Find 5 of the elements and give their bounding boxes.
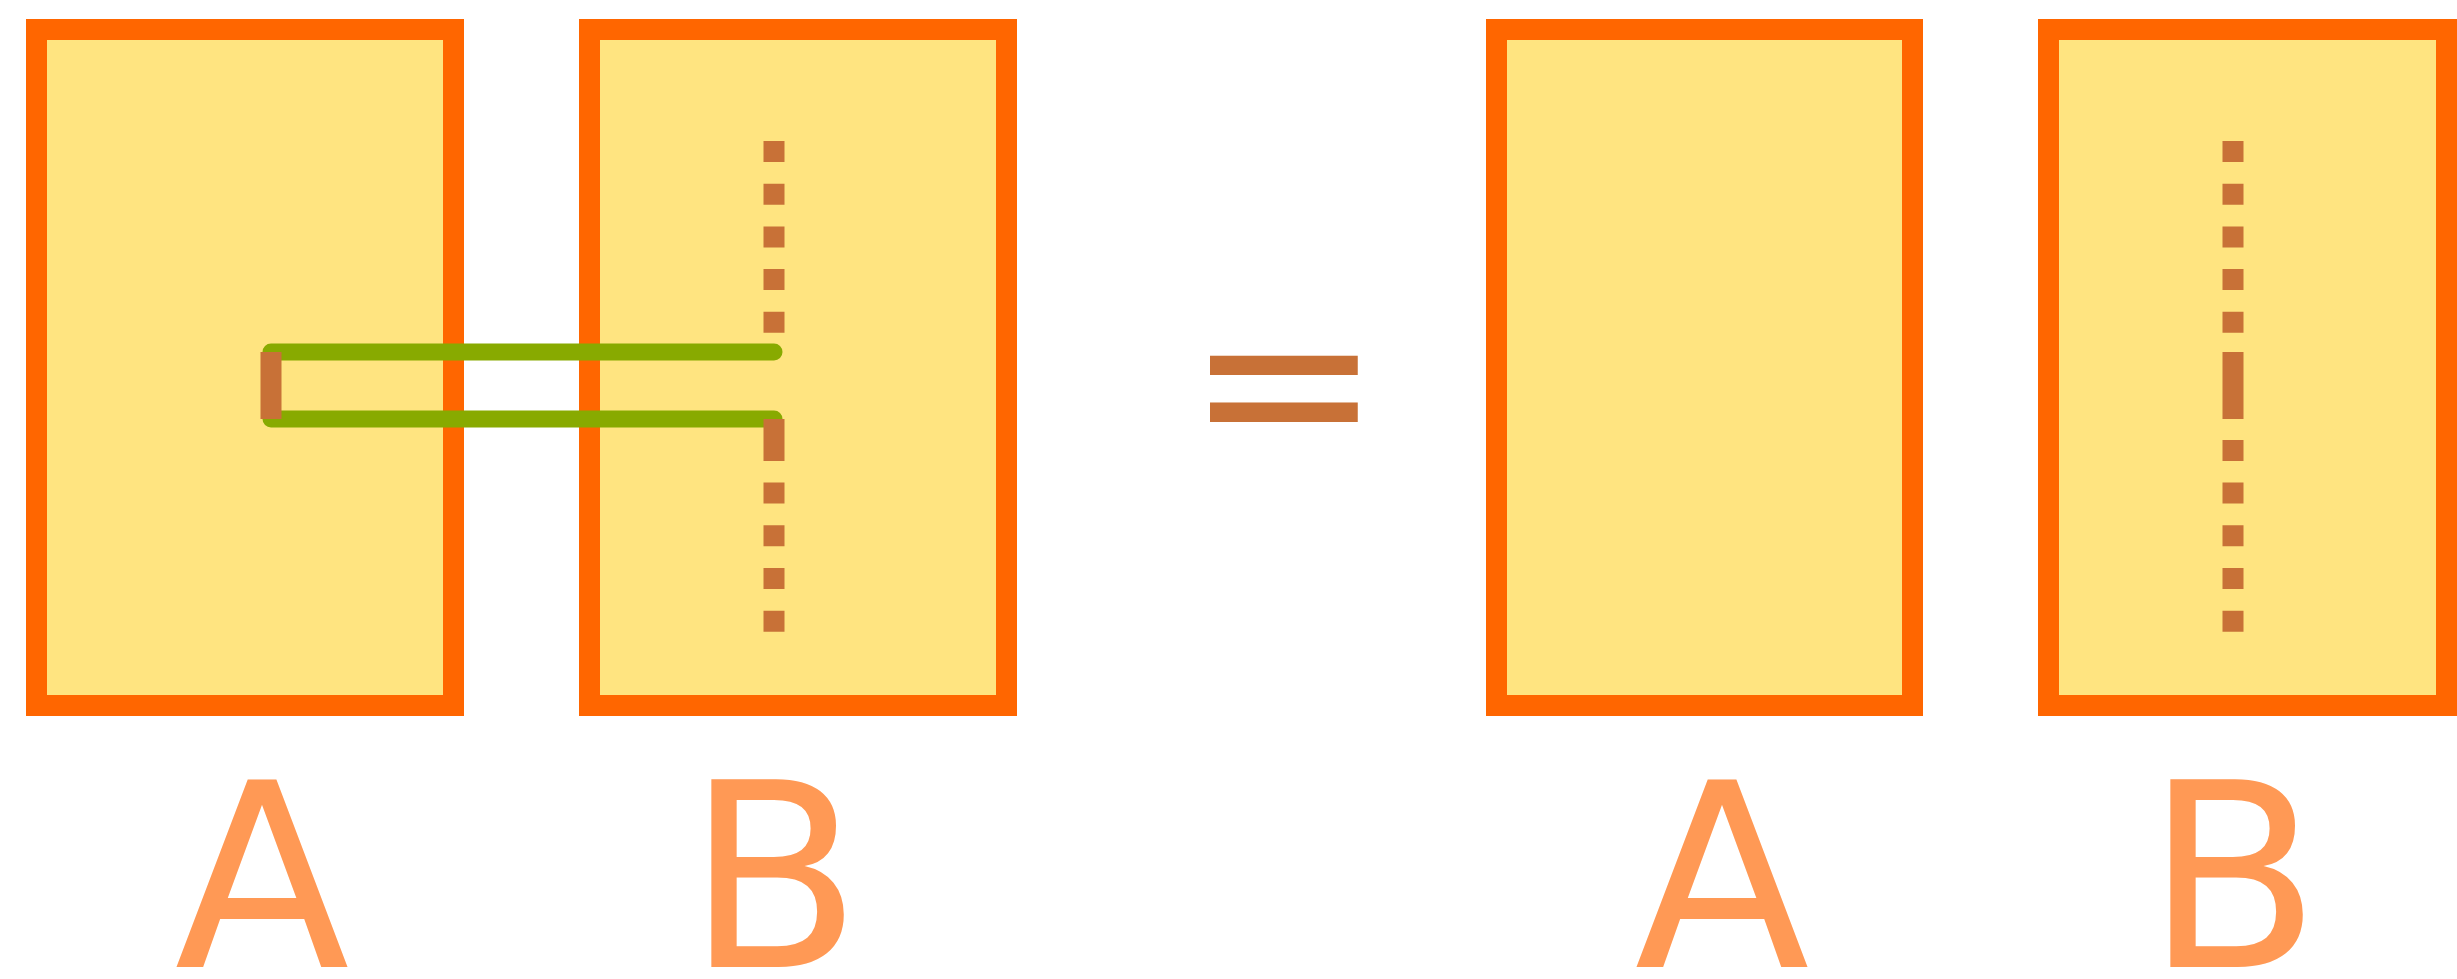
panel-label: A [1634,748,1810,979]
panel-label: A [174,748,350,979]
equals-sign: = [1185,262,1383,502]
panel-label: B [2145,748,2321,979]
panel-label: B [686,748,862,979]
